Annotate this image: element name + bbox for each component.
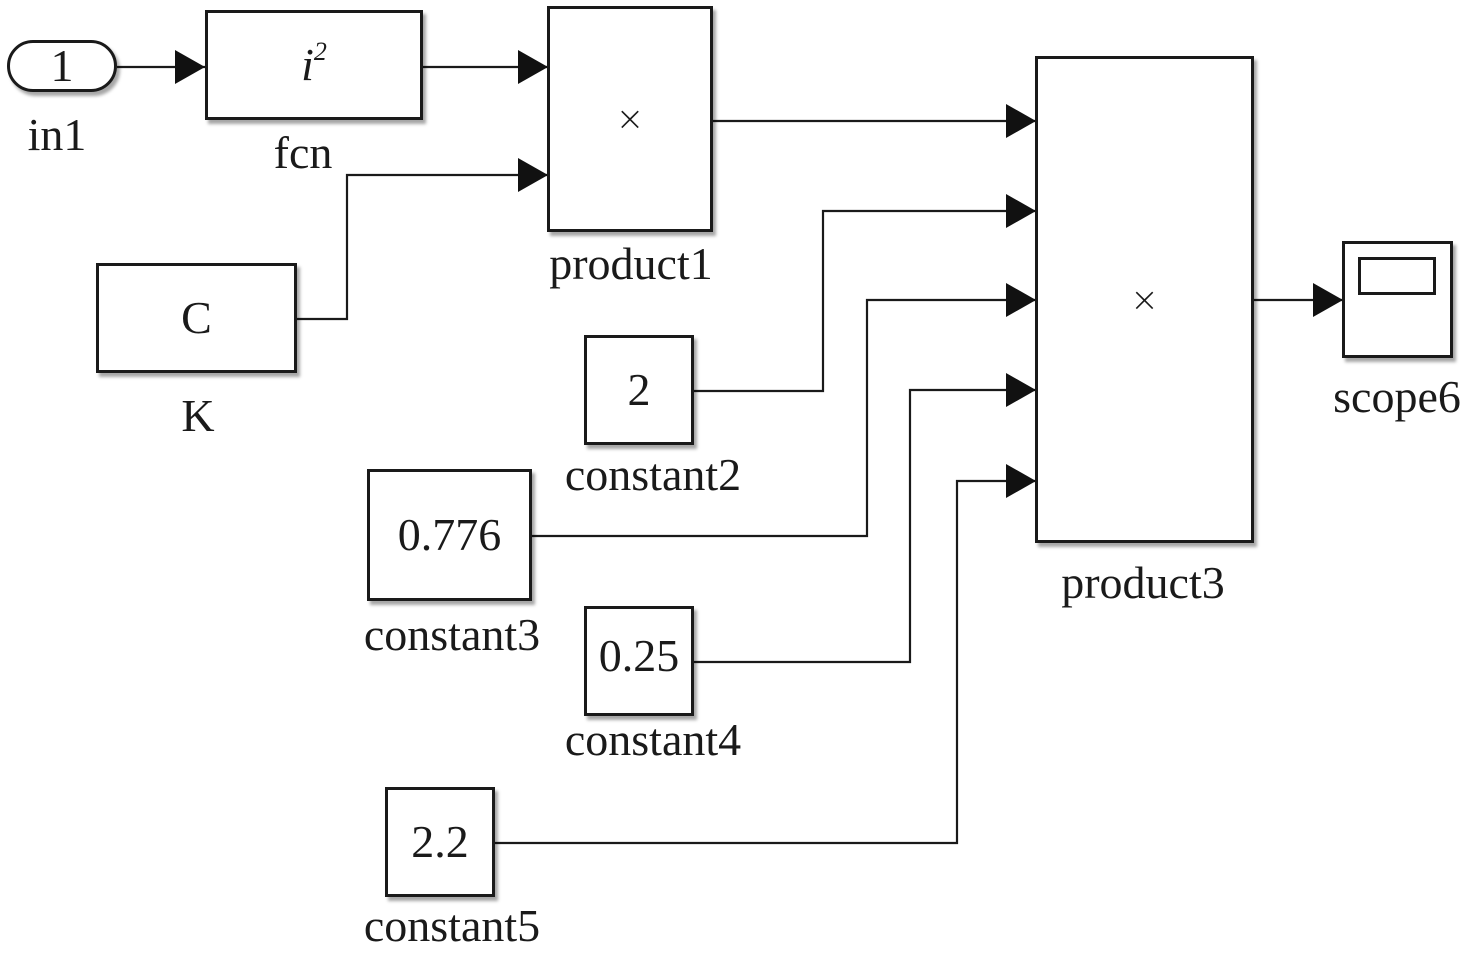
constant-value: 0.776 — [397, 509, 502, 560]
function-exponent: 2 — [313, 36, 327, 66]
function-block-fcn[interactable]: i2 — [205, 10, 423, 120]
block-label-k: K — [181, 390, 215, 441]
block-label-product3: product3 — [1061, 557, 1225, 608]
constant-block-constant2[interactable]: 2 — [584, 335, 694, 445]
inport-block-in1[interactable]: 1 — [7, 40, 117, 92]
signal-line-constant5-to-product3[interactable] — [494, 464, 1036, 845]
constant-block-constant4[interactable]: 0.25 — [584, 606, 694, 716]
multiply-icon: × — [1130, 279, 1159, 320]
signal-line-constant3-to-product3[interactable] — [531, 283, 1036, 538]
block-label-constant5: constant5 — [363, 900, 541, 951]
block-label-product1: product1 — [549, 238, 713, 289]
function-base: i — [301, 39, 314, 90]
block-label-in1: in1 — [27, 109, 87, 160]
constant-value: 0.25 — [598, 630, 680, 681]
constant-block-k[interactable]: C — [96, 263, 297, 373]
scope-screen-icon — [1358, 257, 1436, 295]
function-expression: i2 — [301, 38, 327, 90]
constant-block-constant3[interactable]: 0.776 — [367, 469, 532, 601]
constant-value: 2.2 — [411, 816, 469, 867]
block-label-constant4: constant4 — [564, 714, 742, 765]
scope-block-scope6[interactable] — [1342, 241, 1453, 358]
signal-line-constant2-to-product3[interactable] — [693, 194, 1036, 393]
constant-value: C — [181, 292, 212, 343]
block-label-constant3: constant3 — [363, 609, 541, 660]
signal-line-constant4-to-product3[interactable] — [693, 373, 1036, 664]
constant-value: 2 — [627, 364, 651, 415]
block-label-scope6: scope6 — [1333, 371, 1461, 422]
inport-number: 1 — [50, 40, 74, 91]
product-block-product3[interactable]: × — [1035, 56, 1254, 543]
signal-line-k-to-product1[interactable] — [296, 158, 548, 321]
constant-block-constant5[interactable]: 2.2 — [385, 787, 495, 897]
product-block-product1[interactable]: × — [547, 6, 713, 232]
block-label-fcn: fcn — [273, 127, 333, 178]
block-label-constant2: constant2 — [564, 449, 742, 500]
multiply-icon: × — [615, 99, 645, 139]
